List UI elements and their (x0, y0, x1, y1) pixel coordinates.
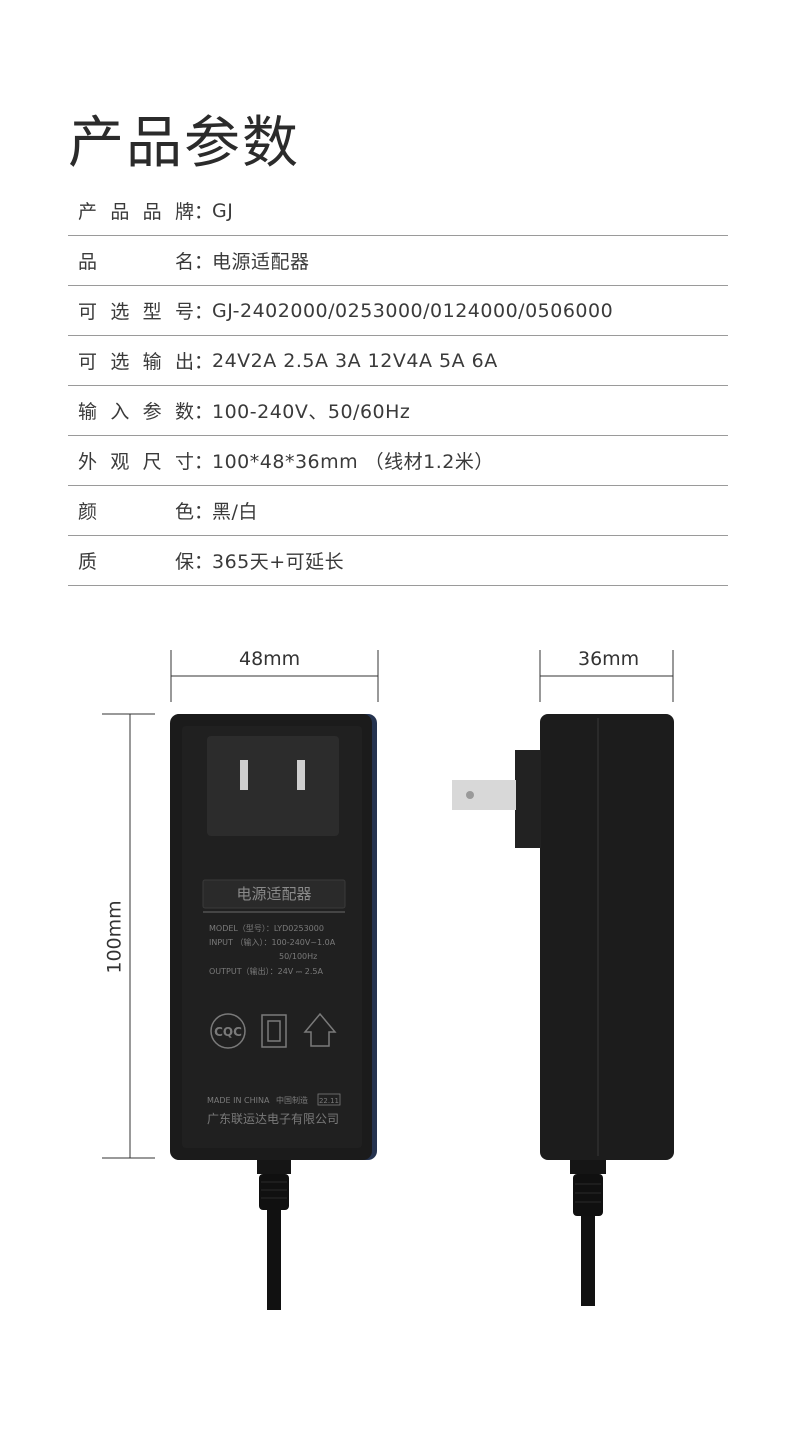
spec-row: 品名：电源适配器 (68, 236, 728, 286)
spec-row: 产品品牌：GJ (68, 186, 728, 236)
spec-label: 质保 (78, 551, 194, 573)
spec-label: 输入参数 (78, 401, 194, 423)
label-made-in: MADE IN CHINA (207, 1096, 270, 1105)
page-title: 产品参数 (68, 111, 300, 176)
spec-colon: ： (194, 201, 214, 223)
spec-value: GJ (212, 199, 234, 222)
spec-row: 输入参数：100-240V、50/60Hz (68, 386, 728, 436)
indoor-use-icon (303, 1012, 337, 1047)
spec-label: 可选输出 (78, 351, 194, 373)
cqc-cert-icon: CQC (210, 1013, 246, 1049)
spec-colon: ： (194, 501, 214, 523)
adapter-side-view (452, 714, 674, 1306)
spec-colon: ： (194, 401, 214, 423)
label-input-freq: 50/100Hz (279, 952, 317, 961)
cable-side (570, 1160, 606, 1306)
spec-label: 可选型号 (78, 301, 194, 323)
label-made-in-cn: 中国制造 (276, 1095, 308, 1105)
cable-front (257, 1160, 291, 1310)
spec-value: 100-240V、50/60Hz (212, 401, 411, 423)
double-insulation-icon (261, 1014, 287, 1048)
spec-colon: ： (194, 551, 214, 573)
spec-colon: ： (194, 451, 214, 473)
label-title: 电源适配器 (236, 885, 311, 903)
height-dimension-line (102, 713, 155, 1159)
depth-dimension-line (539, 650, 674, 702)
product-drawing: 电源适配器 MODEL（型号）：LYD0253000 INPUT （输入）：10… (102, 650, 674, 1310)
spec-row: 质保：365天+可延长 (68, 536, 728, 586)
plug-face (207, 736, 339, 836)
spec-value: 100*48*36mm （线材1.2米） (212, 451, 494, 473)
spec-value: 电源适配器 (212, 251, 310, 273)
label-input: INPUT （输入）：100-240V~1.0A (209, 937, 336, 947)
spec-row: 可选输出：24V2A 2.5A 3A 12V4A 5A 6A (68, 336, 728, 386)
plug-prong-left (240, 760, 248, 790)
spec-value: GJ-2402000/0253000/0124000/0506000 (212, 299, 614, 322)
spec-label: 颜色 (78, 501, 194, 523)
spec-colon: ： (194, 301, 214, 323)
spec-colon: ： (194, 351, 214, 373)
plug-prong-right (297, 760, 305, 790)
spec-label: 品名 (78, 251, 194, 273)
label-date-code: 22.11 (319, 1097, 339, 1105)
label-manufacturer: 广东联运达电子有限公司 (207, 1112, 339, 1126)
spec-label: 外观尺寸 (78, 451, 194, 473)
spec-value: 24V2A 2.5A 3A 12V4A 5A 6A (212, 349, 498, 372)
spec-row: 颜色：黑/白 (68, 486, 728, 536)
label-model: MODEL（型号）：LYD0253000 (209, 924, 324, 933)
width-dimension-label: 48mm (239, 648, 301, 670)
spec-label: 产品品牌 (78, 201, 194, 223)
spec-row: 外观尺寸：100*48*36mm （线材1.2米） (68, 436, 728, 486)
adapter-front-view: 电源适配器 MODEL（型号）：LYD0253000 INPUT （输入）：10… (170, 714, 377, 1310)
plug-prong-side (452, 780, 516, 810)
spec-value: 黑/白 (212, 501, 258, 523)
svg-text:CQC: CQC (214, 1025, 242, 1039)
spec-colon: ： (194, 251, 214, 273)
label-output: OUTPUT（输出）：24V ⎓ 2.5A (209, 966, 323, 976)
spec-row: 可选型号：GJ-2402000/0253000/0124000/0506000 (68, 286, 728, 336)
spec-value: 365天+可延长 (212, 551, 345, 573)
width-dimension-line (170, 650, 379, 702)
depth-dimension-label: 36mm (578, 648, 640, 670)
